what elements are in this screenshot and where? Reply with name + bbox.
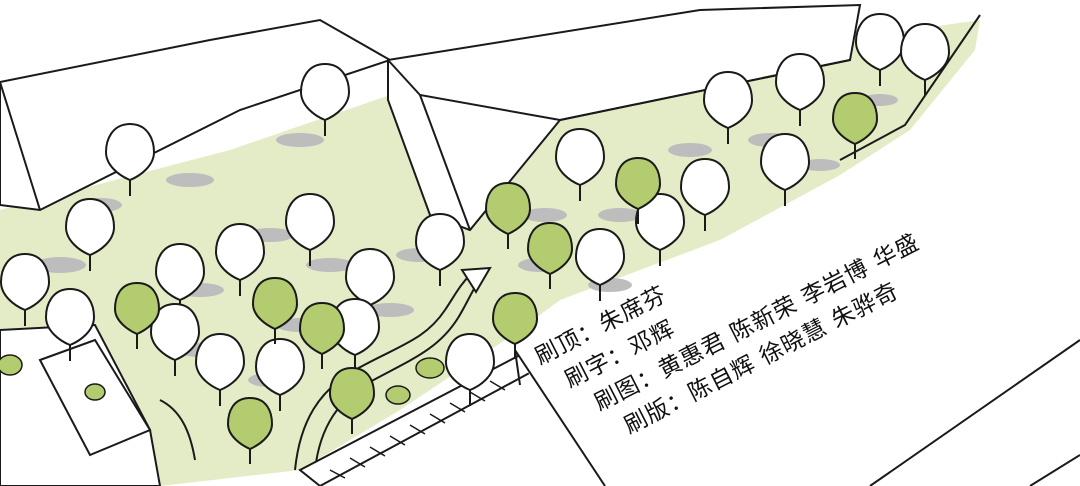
shrubs xyxy=(385,357,445,405)
lower-left-pavilion xyxy=(0,323,162,486)
credits-panel: 刷顶：朱席芬 刷字：邓辉 刷图：黄惠君 陈新荣 李岩博 华盛 刷版：陈自辉 徐晓… xyxy=(514,140,1080,486)
park-ground xyxy=(0,20,980,486)
walking-path-arrow xyxy=(294,266,492,471)
right-boundary-wall xyxy=(839,14,981,161)
side-path xyxy=(159,399,196,461)
